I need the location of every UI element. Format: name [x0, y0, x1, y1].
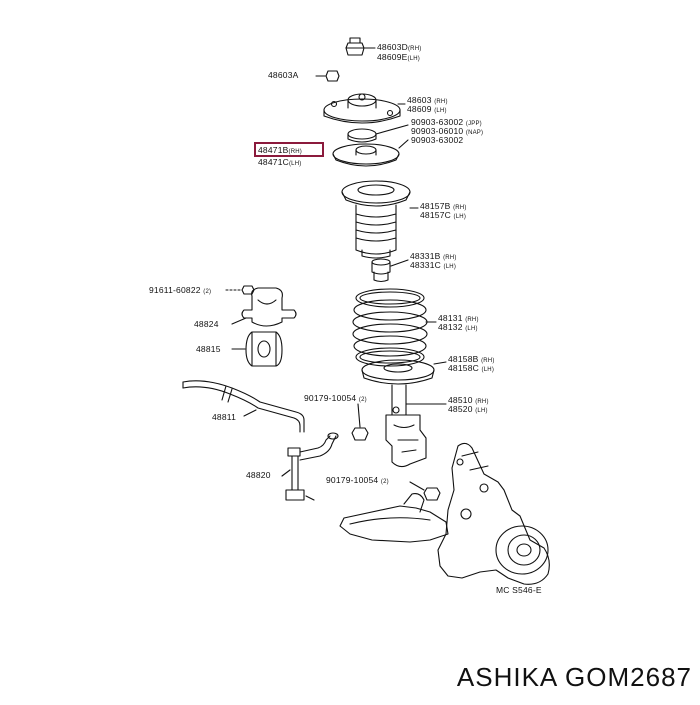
bump-stopper-part — [371, 258, 391, 283]
dust-boot-part — [341, 180, 411, 259]
nut-48603a-part — [325, 70, 340, 82]
stabilizer-bushing-part — [245, 331, 283, 367]
label-48520: 48520 (LH) — [448, 404, 488, 415]
part-caption: ASHIKA GOM2687 — [456, 662, 692, 692]
label-90179-lower: 90179-10054 (2) — [326, 475, 389, 486]
stabilizer-link-part — [285, 432, 339, 501]
stabilizer-bar-part — [182, 380, 305, 433]
label-48331b: 48331B (RH) — [410, 251, 457, 262]
diagram-code: MC S546-E — [496, 585, 542, 595]
label-48157b: 48157B (RH) — [420, 201, 467, 212]
label-48609: 48609 (LH) — [407, 104, 447, 115]
label-48603d: 48603D(RH) — [377, 42, 422, 53]
coil-spring-part — [352, 288, 428, 367]
label-48609e: 48609E(LH) — [377, 52, 420, 63]
label-48131: 48131 (RH) — [438, 313, 479, 324]
upper-support-part — [323, 93, 401, 124]
label-48331c: 48331C (LH) — [410, 260, 457, 271]
link-nut-lower-part — [423, 487, 441, 501]
top-nut-part — [345, 37, 365, 56]
label-48510: 48510 (RH) — [448, 395, 489, 406]
upper-spring-seat-part — [332, 143, 400, 167]
label-48471c: 48471C(LH) — [258, 157, 302, 168]
label-90903-c: 90903-63002 — [411, 135, 464, 145]
shock-absorber-part — [385, 384, 427, 468]
stabilizer-bracket-part — [241, 287, 297, 327]
label-90903-jpp: 90903-63002 (JPP) — [411, 117, 482, 128]
label-48471b: 48471B(RH) — [258, 145, 302, 156]
label-48603: 48603 (RH) — [407, 95, 448, 106]
label-48157c: 48157C (LH) — [420, 210, 467, 221]
lower-spring-seat-part — [361, 359, 435, 385]
label-48815: 48815 — [196, 344, 221, 354]
highlight-frame — [254, 142, 324, 157]
label-48820: 48820 — [246, 470, 271, 480]
knuckle-and-arm-part — [339, 442, 550, 585]
label-48811: 48811 — [212, 412, 237, 422]
label-48158c: 48158C (LH) — [448, 363, 495, 374]
bracket-bolt-part — [241, 285, 255, 295]
link-nut-upper-part — [351, 427, 369, 441]
label-48824: 48824 — [194, 319, 219, 329]
label-48603a: 48603A — [268, 70, 299, 80]
label-90903-nap: 90903-06010 (NAP) — [411, 126, 484, 137]
label-48158b: 48158B (RH) — [448, 354, 495, 365]
label-48132: 48132 (LH) — [438, 322, 478, 333]
label-90179-upper: 90179-10054 (2) — [304, 393, 367, 404]
bearing-ring-part — [347, 128, 377, 143]
label-91611: 91611-60822 (2) — [149, 285, 212, 296]
